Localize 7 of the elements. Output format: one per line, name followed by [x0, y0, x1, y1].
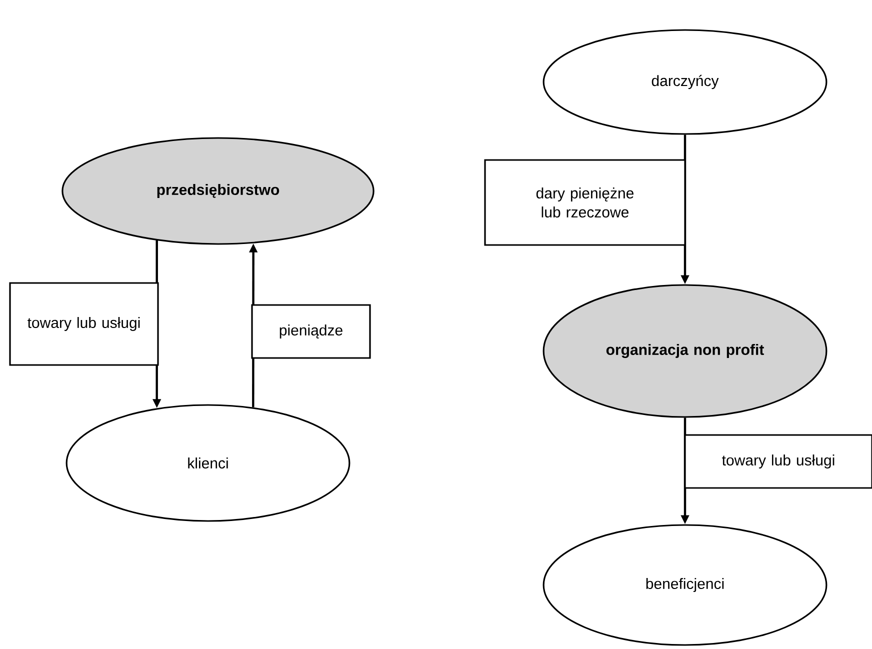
ellipse-node: darczyńcy [542, 29, 828, 135]
label-box: dary pieniężne lub rzeczowe [484, 159, 686, 246]
label-box: towary lub usługi [684, 434, 872, 489]
ellipse-node: beneficjenci [542, 524, 828, 646]
label-box: pieniądze [251, 304, 371, 359]
ellipse-node: klienci [66, 404, 350, 522]
label-box: towary lub usługi [9, 282, 159, 366]
